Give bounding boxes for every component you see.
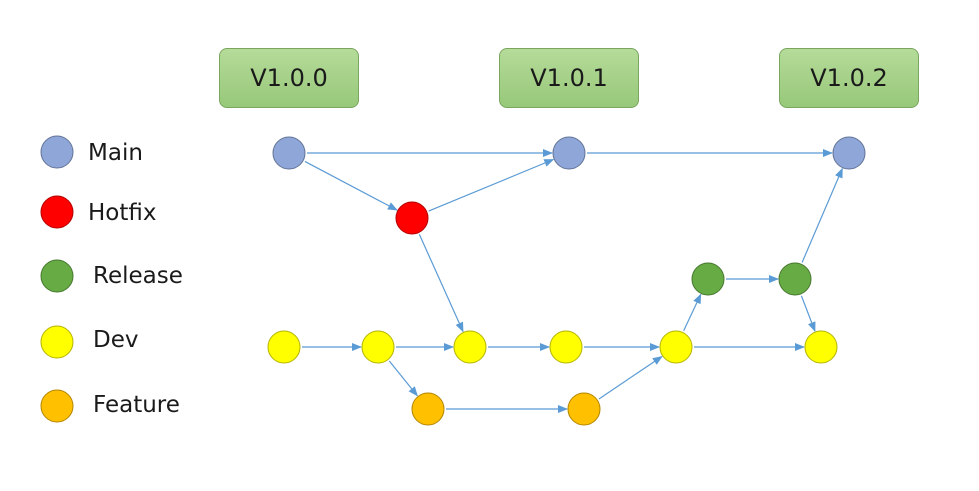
- commit-dev-d4: [549, 330, 583, 364]
- legend-dot-main: [40, 135, 74, 169]
- commit-release-r2: [778, 262, 812, 296]
- version-tag-v1-0-2: V1.0.2: [779, 48, 919, 108]
- commit-hotfix-h1: [395, 201, 429, 235]
- legend-label-feature: Feature: [93, 392, 180, 418]
- edge-d2-f1: [388, 360, 418, 397]
- legend-dot-feature: [40, 389, 74, 423]
- commit-release-r1: [691, 262, 725, 296]
- edge-h1-d3: [418, 234, 464, 333]
- edge-r2-d6: [800, 295, 816, 333]
- legend-dot-dev: [40, 325, 74, 359]
- commit-main-m2: [552, 136, 586, 170]
- commit-main-m3: [832, 136, 866, 170]
- commit-dev-d5: [659, 330, 693, 364]
- edge-h1-m2: [428, 158, 555, 212]
- legend-label-main: Main: [88, 140, 143, 166]
- edge-d5-r1: [683, 293, 702, 331]
- commit-main-m1: [272, 136, 306, 170]
- edge-r2-m3: [801, 167, 843, 263]
- commit-dev-d3: [453, 330, 487, 364]
- commit-dev-d6: [804, 330, 838, 364]
- legend-label-dev: Dev: [93, 327, 139, 353]
- legend-dot-hotfix: [40, 195, 74, 229]
- edge-m1-h1: [304, 160, 398, 211]
- commit-dev-d1: [267, 330, 301, 364]
- commit-feature-f1: [411, 392, 445, 426]
- legend-label-release: Release: [93, 263, 183, 289]
- commit-feature-f2: [567, 392, 601, 426]
- legend-dot-release: [40, 259, 74, 293]
- commit-dev-d2: [361, 330, 395, 364]
- edge-f2-d5: [598, 355, 663, 400]
- version-tag-v1-0-1: V1.0.1: [499, 48, 639, 108]
- legend-label-hotfix: Hotfix: [88, 200, 157, 226]
- version-tag-v1-0-0: V1.0.0: [219, 48, 359, 108]
